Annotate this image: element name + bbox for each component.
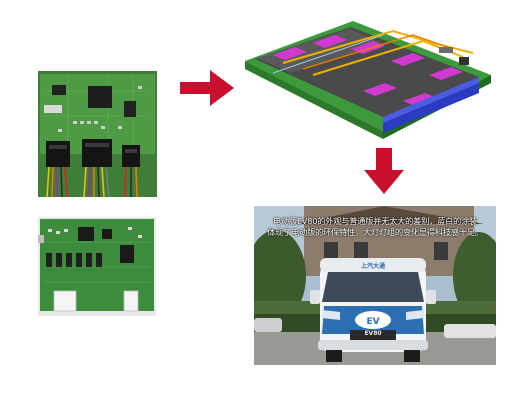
bms-control-board-photo bbox=[38, 71, 157, 197]
ev80-van-illustration: EV bbox=[254, 206, 496, 365]
battery-pack-3d-render bbox=[243, 13, 493, 141]
cell-monitor-board-illustration bbox=[38, 217, 156, 316]
ev-logo: EV bbox=[366, 317, 379, 327]
van-hood-badge: 上汽大通 bbox=[360, 263, 385, 270]
van-photo-caption: 电动版EV80的外观与普通版并无太大的差别，蓝白的涂装 体现了电动版的环保特性，… bbox=[254, 216, 496, 238]
ev80-van-photo: EV 上汽大通 EV80 电动版EV80的外观与普通版并无太大的差别，蓝白的涂装… bbox=[254, 206, 496, 365]
bms-control-board-illustration bbox=[38, 71, 157, 197]
cell-monitor-board-photo bbox=[38, 217, 156, 316]
caption-line-2: 体现了电动版的环保特性，大灯灯组的变化显得科技感十足。 bbox=[267, 227, 483, 237]
van-grille-badge: EV80 bbox=[364, 330, 382, 337]
arrow-right-icon bbox=[180, 70, 234, 106]
caption-line-1: 电动版EV80的外观与普通版并无太大的差别，蓝白的涂装 bbox=[272, 216, 478, 226]
arrow-down-icon bbox=[364, 148, 404, 194]
battery-pack-illustration bbox=[245, 21, 491, 139]
